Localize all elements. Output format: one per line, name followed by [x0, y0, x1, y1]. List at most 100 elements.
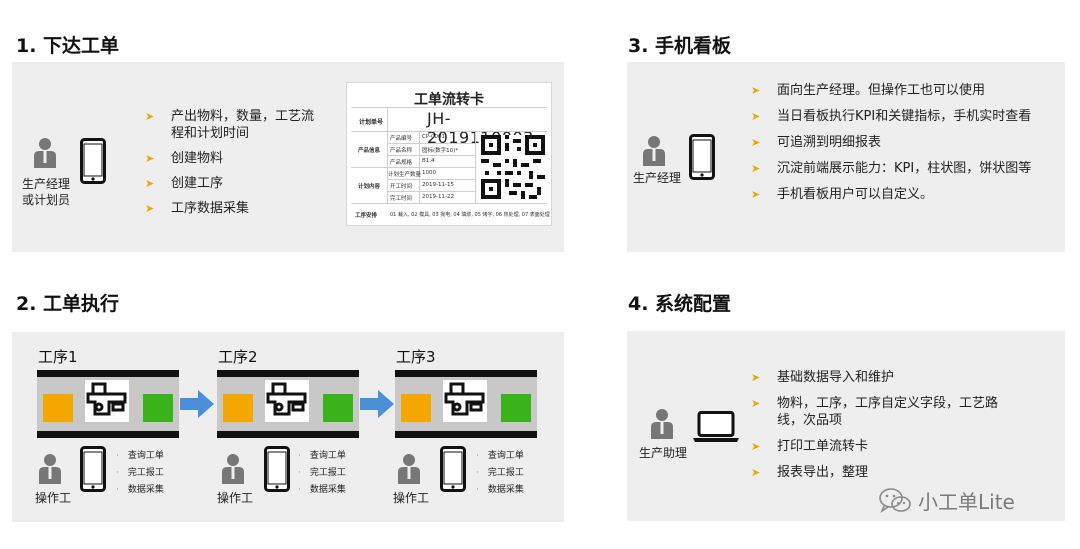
- start-time-label: 开工时间: [390, 184, 413, 190]
- arrow-bullet-icon: ➤: [751, 136, 761, 149]
- menu-item: ·查询工单: [476, 451, 524, 461]
- person-icon: [34, 138, 56, 168]
- operator-menu: ·查询工单 ·完工报工 ·数据采集: [116, 448, 164, 499]
- role-line-2: 或计划员: [21, 193, 70, 207]
- input-box: [223, 394, 253, 422]
- flow-card: 工单流转卡 计划单号 JH-2019110003 产品信息 产品编号 CP-00…: [346, 82, 552, 226]
- operator-caption: 操作工: [34, 491, 71, 505]
- list-item: ➤工序数据采集: [145, 201, 250, 216]
- arrow-bullet-icon: ➤: [751, 397, 761, 410]
- arrow-bullet-icon: ➤: [751, 466, 761, 479]
- section-3-panel: 生产经理 ➤面向生产经理。但操作工也可以使用 ➤当日看板执行KPI和关键指标，手…: [627, 62, 1065, 252]
- list-item: ➤手机看板用户可以自定义。: [751, 187, 934, 202]
- arrow-bullet-icon: ➤: [145, 202, 155, 215]
- list-item: ➤创建物料: [145, 151, 224, 166]
- arrow-bullet-icon: ➤: [145, 152, 155, 165]
- list-item: ➤沉淀前端展示能力：KPI，柱状图，饼状图等: [751, 161, 1032, 176]
- product-name-label: 产品名称: [390, 148, 413, 154]
- input-box: [43, 394, 73, 422]
- product-name: 固标(数字10)*: [422, 148, 459, 154]
- operator-caption: 操作工: [216, 491, 253, 505]
- product-spec: B1.4: [422, 158, 435, 164]
- role-caption: 生产经理 或计划员: [18, 176, 74, 208]
- list-item: ➤基础数据导入和维护: [751, 370, 895, 385]
- plan-qty-label: 计划生产数量: [388, 172, 422, 178]
- person-icon: [651, 409, 673, 439]
- machine-icon: [85, 380, 129, 422]
- product-code: CP-0001: [422, 134, 446, 140]
- arrow-bullet-icon: ➤: [751, 110, 761, 123]
- list-item: ➤打印工单流转卡: [751, 439, 869, 454]
- step-label-3: 工序3: [396, 348, 436, 366]
- person-icon: [39, 454, 61, 484]
- list-item: ➤当日看板执行KPI和关键指标，手机实时查看: [751, 109, 1032, 124]
- process-text: 01 裁入, 02 模具, 03 抛电, 04 填浆, 05 烤字, 06 热处…: [390, 212, 550, 218]
- menu-item: ·数据采集: [298, 485, 346, 495]
- list-item: ➤可追溯到明细报表: [751, 135, 882, 150]
- product-code-label: 产品编号: [390, 136, 413, 142]
- s1-bullet-list: ➤产出物料，数量，工艺流程和计划时间 ➤创建物料 ➤创建工序 ➤工序数据采集: [145, 108, 325, 217]
- output-box: [323, 394, 353, 422]
- card-title: 工单流转卡: [414, 92, 484, 108]
- operator-menu: ·查询工单 ·完工报工 ·数据采集: [298, 448, 346, 499]
- section-2-panel: 工序1 工序2 工序3 操作工 ·查询工单 ·完工报工 ·数据采集: [12, 332, 564, 522]
- list-item: ➤报表导出，整理: [751, 465, 869, 480]
- phone-icon: [689, 134, 715, 180]
- section-2-title: 2. 工单执行: [16, 293, 120, 315]
- conveyor-belt-3: [395, 370, 537, 438]
- role-caption: 生产经理: [632, 171, 681, 185]
- menu-item: ·数据采集: [476, 485, 524, 495]
- role-line-1: 生产经理: [21, 177, 70, 191]
- phone-icon: [80, 446, 106, 492]
- laptop-icon: [693, 411, 739, 443]
- process-label: 工序安排: [355, 213, 378, 219]
- output-box: [501, 394, 531, 422]
- product-spec-label: 产品规格: [390, 160, 413, 166]
- product-info-label: 产品信息: [358, 148, 381, 154]
- list-item: ➤物料，工序，工序自定义字段，工艺路线，次品项: [751, 396, 999, 428]
- operator-menu: ·查询工单 ·完工报工 ·数据采集: [476, 448, 524, 499]
- step-label-2: 工序2: [218, 348, 258, 366]
- menu-item: ·完工报工: [476, 468, 524, 478]
- end-time-label: 完工时间: [390, 196, 413, 202]
- person-icon: [643, 136, 665, 166]
- watermark-text: 小工单Lite: [918, 490, 1015, 514]
- watermark: 小工单Lite: [878, 486, 1015, 520]
- phone-icon: [264, 446, 290, 492]
- step-label-1: 工序1: [38, 348, 78, 366]
- plan-content-label: 计划内容: [358, 184, 381, 190]
- input-box: [401, 394, 431, 422]
- menu-item: ·完工报工: [298, 468, 346, 478]
- qr-code-icon: [481, 135, 545, 203]
- conveyor-belt-2: [217, 370, 359, 438]
- section-3-title: 3. 手机看板: [628, 35, 732, 57]
- person-icon: [222, 454, 244, 484]
- phone-icon: [80, 138, 106, 184]
- start-time: 2019-11-15: [422, 182, 454, 188]
- arrow-bullet-icon: ➤: [145, 110, 155, 123]
- conveyor-belt-1: [37, 370, 179, 438]
- s4-bullet-list: ➤基础数据导入和维护 ➤物料，工序，工序自定义字段，工艺路线，次品项 ➤打印工单…: [751, 369, 1021, 481]
- arrow-bullet-icon: ➤: [751, 84, 761, 97]
- section-1-title: 1. 下达工单: [16, 35, 120, 57]
- list-item: ➤创建工序: [145, 176, 224, 191]
- role-caption: 生产助理: [638, 446, 687, 460]
- flow-arrow-icon: [360, 390, 394, 422]
- menu-item: ·查询工单: [298, 451, 346, 461]
- end-time: 2019-11-22: [422, 194, 454, 200]
- list-item: ➤产出物料，数量，工艺流程和计划时间: [145, 109, 315, 141]
- section-4-title: 4. 系统配置: [628, 293, 732, 315]
- list-item: ➤面向生产经理。但操作工也可以使用: [751, 83, 986, 98]
- arrow-bullet-icon: ➤: [751, 440, 761, 453]
- menu-item: ·数据采集: [116, 485, 164, 495]
- wechat-icon: [878, 487, 912, 520]
- arrow-bullet-icon: ➤: [751, 162, 761, 175]
- menu-item: ·查询工单: [116, 451, 164, 461]
- s3-bullet-list: ➤面向生产经理。但操作工也可以使用 ➤当日看板执行KPI和关键指标，手机实时查看…: [751, 82, 1036, 203]
- section-1-panel: 生产经理 或计划员 ➤产出物料，数量，工艺流程和计划时间 ➤创建物料 ➤创建工序…: [12, 62, 564, 252]
- output-box: [143, 394, 173, 422]
- menu-item: ·完工报工: [116, 468, 164, 478]
- arrow-bullet-icon: ➤: [145, 177, 155, 190]
- plan-label: 计划单号: [359, 119, 384, 126]
- arrow-bullet-icon: ➤: [751, 371, 761, 384]
